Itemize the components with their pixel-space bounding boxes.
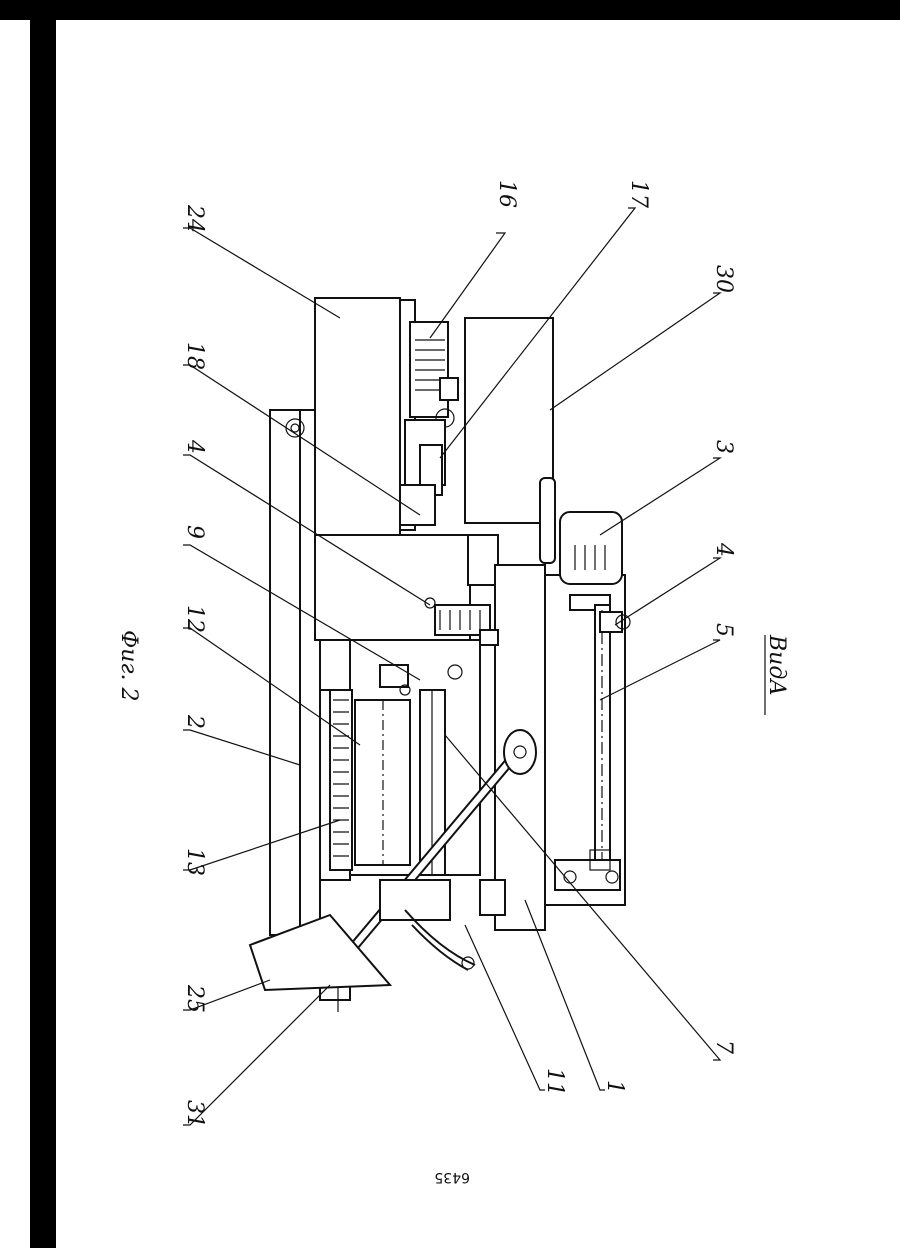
motor-3 — [540, 478, 622, 584]
label-30: 30 — [711, 265, 736, 293]
label-25: 25 — [182, 984, 207, 1013]
label-2: 2 — [182, 714, 207, 729]
label-4b: 4 — [711, 542, 736, 557]
label-17: 17 — [626, 180, 651, 208]
drum-12 — [330, 640, 480, 875]
label-13: 13 — [182, 848, 207, 876]
label-3: 3 — [711, 440, 736, 454]
figure-caption: Фиг. 2 — [116, 630, 141, 702]
label-18: 18 — [182, 342, 207, 370]
label-24: 24 — [182, 204, 207, 233]
page-number: 6435 — [434, 1169, 470, 1185]
label-12: 12 — [182, 605, 207, 633]
label-1: 1 — [602, 1080, 627, 1094]
label-7: 7 — [711, 1040, 736, 1054]
label-31: 31 — [182, 1100, 207, 1128]
label-4a: 4 — [182, 439, 207, 454]
top-scan-border — [0, 0, 900, 20]
label-11: 11 — [542, 1068, 567, 1096]
label-16: 16 — [494, 180, 519, 208]
guide-5 — [545, 575, 630, 905]
label-9: 9 — [182, 525, 207, 539]
view-caption: ВидА — [764, 634, 789, 696]
left-scan-border — [30, 0, 56, 1248]
quadrant-11 — [380, 880, 475, 970]
label-5: 5 — [711, 623, 736, 637]
